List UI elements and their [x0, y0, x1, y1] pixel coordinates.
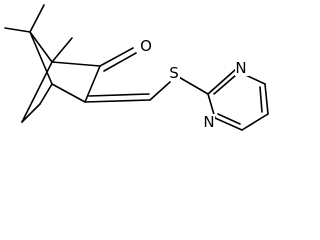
bond-methyl-left [4, 27, 31, 33]
bond-bridgehead-bottom-to-ch2 [39, 83, 53, 105]
nitrogen-top-atom-label: N [235, 59, 246, 77]
bond-c4-n3-inner [217, 113, 241, 125]
bond-alkene-carbon-to-bridgehead [51, 83, 86, 103]
bond-carbonyl-double-a [99, 47, 134, 67]
bond-carbonyl-to-alkene-carbon [84, 65, 101, 103]
bond-c6-c5-inner [259, 86, 263, 113]
nitrogen-top-label-bg [235, 60, 249, 76]
sulfur-label-bg [166, 65, 180, 81]
bond-c6-c5 [264, 83, 269, 115]
bond-bridge-to-bridgehead-bottom [29, 31, 53, 85]
carbonyl-group [99, 47, 137, 72]
bond-c4-n3 [214, 117, 243, 131]
atom-labels: O S N N [138, 37, 249, 131]
bond-bridge-to-bridgehead-top [29, 31, 53, 63]
bond-bridgehead-methyl [51, 37, 73, 63]
nitrogen-bottom-label-bg [201, 114, 215, 130]
bond-methyl-right [29, 4, 45, 33]
bond-c2-n1 [207, 69, 236, 95]
bond-c2-n1-inner [213, 74, 237, 95]
bond-bridgehead-to-carbonyl-carbon [51, 61, 101, 67]
bond-carbonyl-double-b [103, 52, 137, 72]
bond-c5-c4 [241, 113, 269, 131]
bond-ch2-ch2 [21, 103, 41, 123]
gem-dimethyl-bridge [4, 4, 53, 85]
oxygen-atom-label: O [140, 37, 152, 55]
chemical-structure-diagram: O S N N [4, 4, 269, 131]
sulfur-atom-label: S [169, 64, 179, 82]
bond-exocyclic-double-a [84, 99, 151, 103]
oxygen-label-bg [138, 39, 152, 55]
bond-sulfur-to-pyrimidine [176, 75, 209, 95]
bond-exocyclic-double-b [88, 93, 150, 97]
bicyclic-ring [21, 37, 101, 123]
nitrogen-bottom-atom-label: N [203, 113, 214, 131]
pyrimidine-ring [207, 69, 269, 131]
methylidene-thioether [84, 75, 209, 103]
bond-methine-to-sulfur [149, 81, 171, 101]
bond-ch2-to-bridgehead-top [21, 61, 53, 123]
